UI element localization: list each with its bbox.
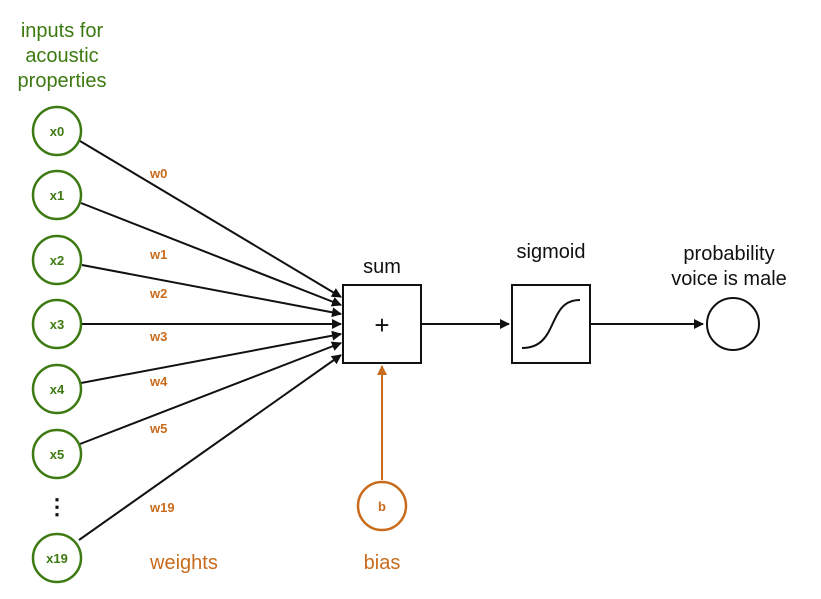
input-node-x19: x19 [31,532,83,584]
input-circle [31,169,83,221]
sigmoid-label: sigmoid [517,241,586,263]
inputs-title-line-2: acoustic [25,45,98,67]
input-edges [78,140,342,541]
input-node-x5: x5 [31,428,83,480]
input-node-x0: x0 [31,105,83,157]
input-node-x1: x1 [31,169,83,221]
weight-label-w19: w19 [149,500,175,515]
edge-x19 [78,354,342,541]
input-label: x4 [50,382,65,397]
sum-symbol: + [374,310,389,340]
weight-label-w3: w3 [149,329,167,344]
output-label-line-1: probability [683,243,774,265]
weight-label-w4: w4 [149,374,168,389]
sigmoid-curve-icon [521,299,581,349]
edge-x5 [79,341,342,445]
bias-node-label: b [378,499,386,514]
bias-caption: bias [364,552,401,574]
input-label: x19 [46,551,68,566]
input-label: x3 [50,317,64,332]
edge-x1 [80,202,342,307]
input-label: x2 [50,253,64,268]
input-circle [31,428,83,480]
output-node [706,297,760,351]
weights-caption: weights [149,552,218,574]
input-node-x2: x2 [31,234,83,286]
edge-x0 [79,140,342,298]
inputs-title-line-1: inputs for [21,20,104,42]
sum-label: sum [363,256,401,278]
input-circle [31,105,83,157]
input-label: x0 [50,124,64,139]
weight-label-w2: w2 [149,286,167,301]
bias-node [356,480,408,532]
edge-x2 [81,264,342,318]
weight-label-w5: w5 [149,421,167,436]
input-label: x1 [50,188,64,203]
weight-label-w0: w0 [149,166,167,181]
inputs-title-line-3: properties [18,70,107,92]
input-circle [31,234,83,286]
input-node-x4: x4 [31,363,83,415]
weight-label-w1: w1 [149,247,167,262]
inputs-ellipsis: ⋮ [46,494,68,519]
output-label-line-2: voice is male [671,268,787,290]
input-circle [31,363,83,415]
input-label: x5 [50,447,64,462]
input-circle [31,532,83,584]
sigmoid-box [511,284,591,364]
input-circle [31,298,83,350]
edge-x4 [80,330,342,384]
input-node-x3: x3 [31,298,83,350]
